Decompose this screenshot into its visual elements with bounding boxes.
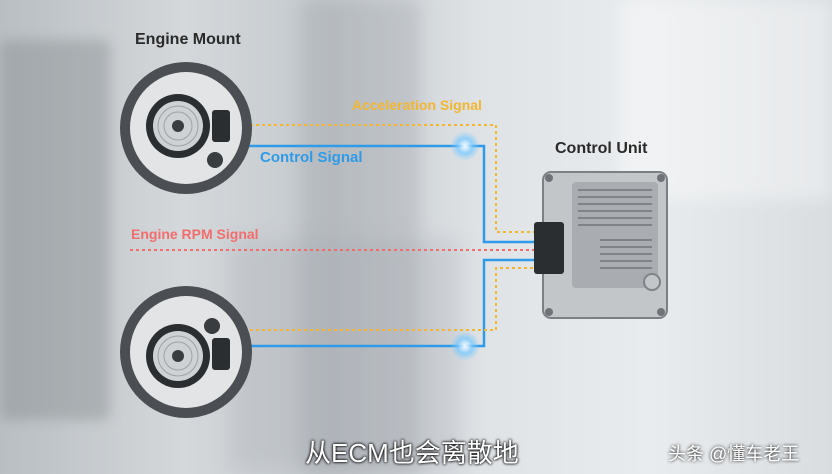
- background-blur-left: [0, 40, 110, 420]
- acceleration-signal-line: [232, 124, 535, 233]
- engine-rpm-signal-label: Engine RPM Signal: [131, 226, 259, 242]
- background-blur-center: [300, 0, 420, 474]
- signal-node-upper: [450, 131, 480, 161]
- acceleration-signal-label: Acceleration Signal: [352, 97, 482, 113]
- control-signal-line-lower: [232, 258, 535, 348]
- signal-node-lower: [450, 331, 480, 361]
- acceleration-signal-line-lower: [232, 267, 535, 331]
- engine-mount-title: Engine Mount: [135, 31, 241, 48]
- control-unit-box: [534, 171, 668, 319]
- background-blur-right: [620, 0, 832, 200]
- control-unit-title: Control Unit: [555, 140, 648, 157]
- control-signal-line-upper: [232, 144, 535, 244]
- engine-mount-lower: [120, 286, 252, 418]
- engine-mount-upper: [120, 62, 252, 194]
- control-signal-label: Control Signal: [260, 149, 363, 166]
- video-subtitle: 从ECM也会离散地: [305, 438, 519, 468]
- watermark: 头条 @懂车老王: [668, 444, 800, 464]
- background-blur-lower: [230, 240, 460, 470]
